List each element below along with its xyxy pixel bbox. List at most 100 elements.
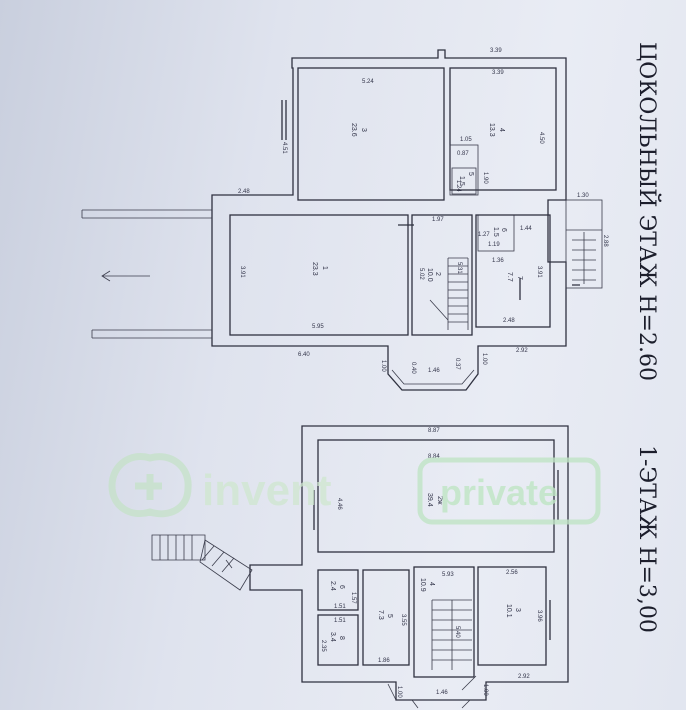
- dim-label: 2.88: [602, 235, 608, 247]
- basement-room-1: [229, 214, 409, 336]
- room-area: 10.0: [426, 268, 433, 282]
- dim-label: 4.51: [281, 142, 287, 154]
- dim-label: 5.02: [418, 268, 424, 280]
- room-number: 3: [360, 128, 367, 132]
- dim-label: 0.37: [454, 358, 460, 370]
- dim-label: 3.96: [536, 610, 542, 622]
- invent-watermark: invent private: [108, 453, 601, 525]
- dim-label: 2.48: [503, 318, 515, 324]
- room-number: 2: [434, 272, 441, 276]
- watermark-badge: [417, 457, 601, 525]
- first-floor-plan: [151, 425, 569, 709]
- dim-label: 1.00: [482, 684, 488, 696]
- basement-room-5: [449, 144, 479, 196]
- room-area: 23.3: [311, 262, 318, 276]
- ff-room-8: [317, 614, 359, 666]
- room-area: 3.4: [329, 632, 336, 642]
- ff-room-6: [317, 569, 359, 611]
- dim-label: 3.39: [492, 70, 504, 76]
- dim-label: 1.19: [488, 242, 500, 248]
- dim-label: 6.40: [298, 352, 310, 358]
- basement-room-4: [449, 67, 557, 191]
- room-number: 6: [500, 228, 507, 232]
- room-number: 6: [338, 585, 345, 589]
- dim-label: 2.48: [238, 189, 250, 195]
- room-area: 7.7: [506, 272, 513, 282]
- first-floor-title: 1-ЭТАЖ H=3,00: [634, 445, 659, 633]
- room-area: 1.5: [492, 227, 499, 237]
- room-area: 1.5: [458, 176, 465, 186]
- dim-label: 1.46: [436, 690, 448, 696]
- basement-plan: [81, 49, 603, 391]
- dim-label: 1.00: [396, 686, 402, 698]
- room-number: 4: [498, 128, 505, 132]
- room-number: 5: [386, 614, 393, 618]
- room-number: 3: [514, 608, 521, 612]
- basement-ramp: [81, 209, 212, 339]
- dim-label: 1.51: [334, 618, 346, 624]
- dim-label: 5.24: [362, 79, 374, 85]
- ff-room-4: [413, 566, 475, 678]
- dim-label: 2.92: [516, 348, 528, 354]
- dim-label: 8.87: [428, 428, 440, 434]
- dim-label: 8.84: [428, 454, 440, 460]
- dim-label: 0.40: [410, 362, 416, 374]
- watermark-brand: invent: [202, 466, 332, 515]
- basement-title: ЦОКОЛЬНЫЙ ЭТАЖ H=2.60: [634, 42, 662, 381]
- dim-label: 0.87: [457, 151, 469, 157]
- room-number: 2ж: [436, 496, 443, 505]
- dim-label: 1.36: [492, 258, 504, 264]
- dim-label: 5.93: [442, 572, 454, 578]
- room-area: 10.9: [419, 578, 426, 592]
- room-number: 5: [467, 172, 474, 176]
- basement-room-3: [297, 67, 445, 201]
- dim-label: 1.46: [428, 368, 440, 374]
- dim-label: 1.44: [520, 226, 532, 232]
- basement-entrance-stairs: [565, 199, 603, 289]
- exit-arrow-icon: [101, 270, 150, 282]
- watermark-logo-icon: [108, 453, 192, 518]
- dim-label: 5.31: [456, 262, 462, 274]
- ff-room-5: [362, 569, 410, 666]
- room-area: 13.3: [488, 123, 495, 137]
- basement-room-7: [475, 214, 551, 328]
- room-area: 39.4: [426, 493, 433, 507]
- dim-label: 4.50: [538, 132, 544, 144]
- ff-stairs: [431, 599, 472, 670]
- dim-label: 3.91: [239, 266, 245, 278]
- room-number: 4: [428, 582, 435, 586]
- ff-room-2: [317, 439, 555, 553]
- dim-label: 3.91: [536, 266, 542, 278]
- dim-label: 1.00: [380, 360, 386, 372]
- dim-label: 1.00: [481, 353, 487, 365]
- dim-label: 1.05: [460, 137, 472, 143]
- dim-label: 1.24: [455, 180, 461, 192]
- dim-label: 1.27: [478, 232, 490, 238]
- first-floor-dimensions: 8.87 8.84 4.46 5.93 2.56 3.96 1.57 1.51 …: [320, 428, 542, 698]
- watermark-badge-label: private: [440, 472, 558, 513]
- dim-label: 4.46: [336, 498, 342, 510]
- room-number: 8: [338, 636, 345, 640]
- dim-label: 1.90: [482, 172, 488, 184]
- dim-label: 3.39: [490, 48, 502, 54]
- dim-label: 1.86: [378, 658, 390, 664]
- basement-outline: [211, 49, 567, 391]
- dim-label: 5.40: [454, 626, 460, 638]
- first-floor-room-labels: 2ж 39.4 3 10.1 4 10.9 5 7.3 6 2.4 8 3.4: [329, 493, 521, 642]
- dim-label: 2.56: [506, 570, 518, 576]
- basement-stairs: [429, 257, 469, 330]
- first-floor-outline: [249, 425, 569, 701]
- basement-room-2: [411, 214, 473, 336]
- ff-room-3: [477, 566, 547, 666]
- dim-label: 1.51: [334, 604, 346, 610]
- basement-room-labels: 3 23.6 4 13.3 5 1.5 6 1.5 1 23.3 2 10.0 …: [311, 123, 523, 282]
- dim-label: 1.30: [577, 193, 589, 199]
- dim-label: 2.92: [518, 674, 530, 680]
- dim-label: 1.97: [432, 217, 444, 223]
- dim-label: 2.35: [320, 640, 326, 652]
- room-number: 7: [516, 276, 523, 280]
- room-area: 2.4: [329, 581, 336, 591]
- ff-entrance-stairs: [151, 534, 253, 591]
- dim-label: 3.55: [400, 614, 406, 626]
